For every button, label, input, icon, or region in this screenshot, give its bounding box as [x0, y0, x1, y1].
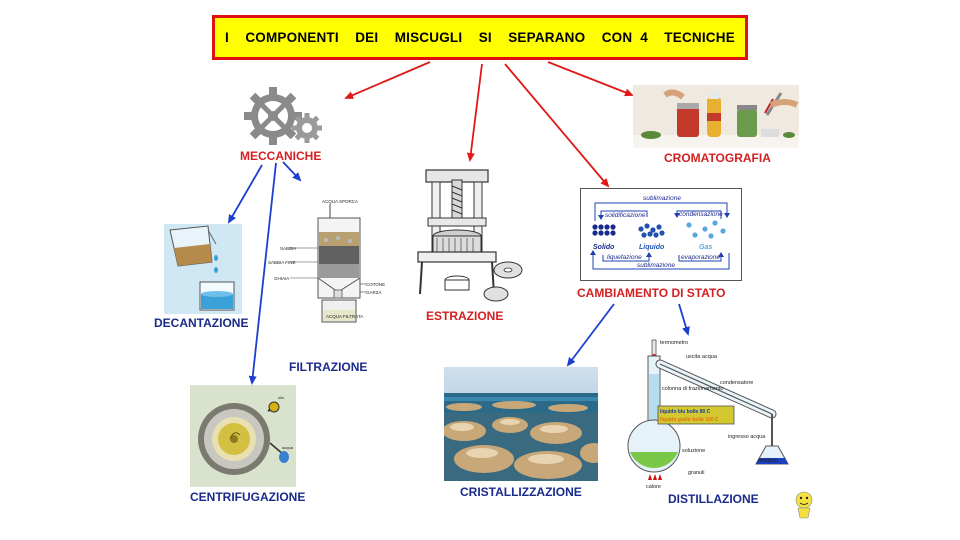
chromatography-photo	[633, 85, 799, 148]
label-estrazione: ESTRAZIONE	[426, 309, 504, 323]
press-illustration	[417, 169, 523, 302]
centrifuge-illustration: olio acqua	[190, 385, 296, 487]
label-cromatografia: CROMATOGRAFIA	[664, 151, 771, 165]
state-label: liquefazione	[607, 254, 642, 261]
state-change-panel: sublimazione solidificazione condensazio…	[580, 188, 742, 281]
title-word: TECNICHE	[664, 30, 735, 45]
mascot-icon	[795, 491, 813, 519]
decantation-illustration	[164, 224, 242, 314]
arrow-to-cromatografia	[547, 61, 634, 97]
svg-text:olio: olio	[278, 395, 285, 400]
arrow-to-cambiamento	[504, 63, 610, 188]
title-word: CON 4	[601, 30, 648, 45]
title-word: SI	[478, 30, 492, 45]
distillation-label: uscita acqua	[686, 354, 718, 360]
svg-text:ACQUA FILTRATA: ACQUA FILTRATA	[326, 314, 363, 319]
svg-text:COTONE: COTONE	[366, 282, 385, 287]
title-word: COMPONENTI	[245, 30, 339, 45]
state-label: evaporazione	[681, 254, 720, 261]
svg-text:SABBIA FINE: SABBIA FINE	[268, 260, 296, 265]
state-label: condensazione	[679, 211, 723, 218]
title-word: SEPARANO	[508, 30, 586, 45]
label-meccaniche: MECCANICHE	[240, 149, 322, 163]
distillation-label: ingresso acqua	[728, 434, 766, 440]
distillation-label: granuli	[688, 470, 705, 476]
title-box: I COMPONENTI DEI MISCUGLI SI SEPARANO CO…	[212, 15, 748, 60]
distillation-label: liquido blu bolle 80 C	[660, 409, 711, 415]
title-word: MISCUGLI	[394, 30, 463, 45]
arrow-to-cristallizzazione	[566, 303, 615, 367]
arrow-to-estrazione	[466, 63, 483, 162]
arrow-to-meccaniche	[344, 61, 431, 99]
label-filtrazione: FILTRAZIONE	[289, 360, 368, 374]
distillation-label: condensatore	[720, 380, 753, 386]
state-change-diagram: sublimazione solidificazione condensazio…	[590, 195, 730, 270]
state-label: Liquido	[639, 244, 665, 251]
label-cristallizzazione: CRISTALLIZZAZIONE	[460, 485, 582, 499]
title-word: I	[225, 30, 229, 45]
distillation-label: colonna di frazionamento	[662, 386, 723, 392]
arrow-to-decantazione	[227, 164, 263, 224]
title-word: DEI	[355, 30, 379, 45]
distillation-label: termometro	[660, 340, 688, 346]
arrow-to-filtrazione	[282, 161, 302, 182]
state-label: solidificazione	[605, 212, 646, 219]
label-decantazione: DECANTAZIONE	[154, 316, 249, 330]
state-label: Solido	[593, 244, 615, 251]
state-label: sublimazione	[637, 262, 675, 269]
crystallization-photo	[444, 367, 598, 481]
label-distillazione: DISTILLAZIONE	[668, 492, 759, 506]
state-label: sublimazione	[643, 195, 681, 202]
svg-text:acqua: acqua	[282, 445, 294, 450]
svg-text:SABBIA: SABBIA	[280, 246, 296, 251]
filtration-illustration: ACQUA SPORCA SABBIA SABBIA FINE GHIAIA C…	[268, 199, 385, 323]
distillation-illustration: liquido blu bolle 80 C liquido giallo bo…	[627, 339, 789, 490]
svg-text:ACQUA SPORCA: ACQUA SPORCA	[322, 199, 358, 204]
label-centrifugazione: CENTRIFUGAZIONE	[190, 490, 306, 504]
gears-illustration	[244, 87, 322, 145]
state-label: Gas	[699, 244, 712, 251]
distillation-label: distillato	[758, 458, 778, 464]
arrow-to-distillazione	[678, 303, 690, 336]
svg-text:GARZA: GARZA	[366, 290, 382, 295]
svg-text:GHIAIA: GHIAIA	[274, 276, 289, 281]
distillation-label: calore	[646, 484, 661, 490]
arrow-to-centrifugazione	[248, 162, 277, 385]
label-cambiamento-di-stato: CAMBIAMENTO DI STATO	[577, 286, 726, 300]
distillation-label: soluzione	[682, 448, 705, 454]
distillation-label: liquido giallo bolle 100 C	[660, 417, 719, 423]
